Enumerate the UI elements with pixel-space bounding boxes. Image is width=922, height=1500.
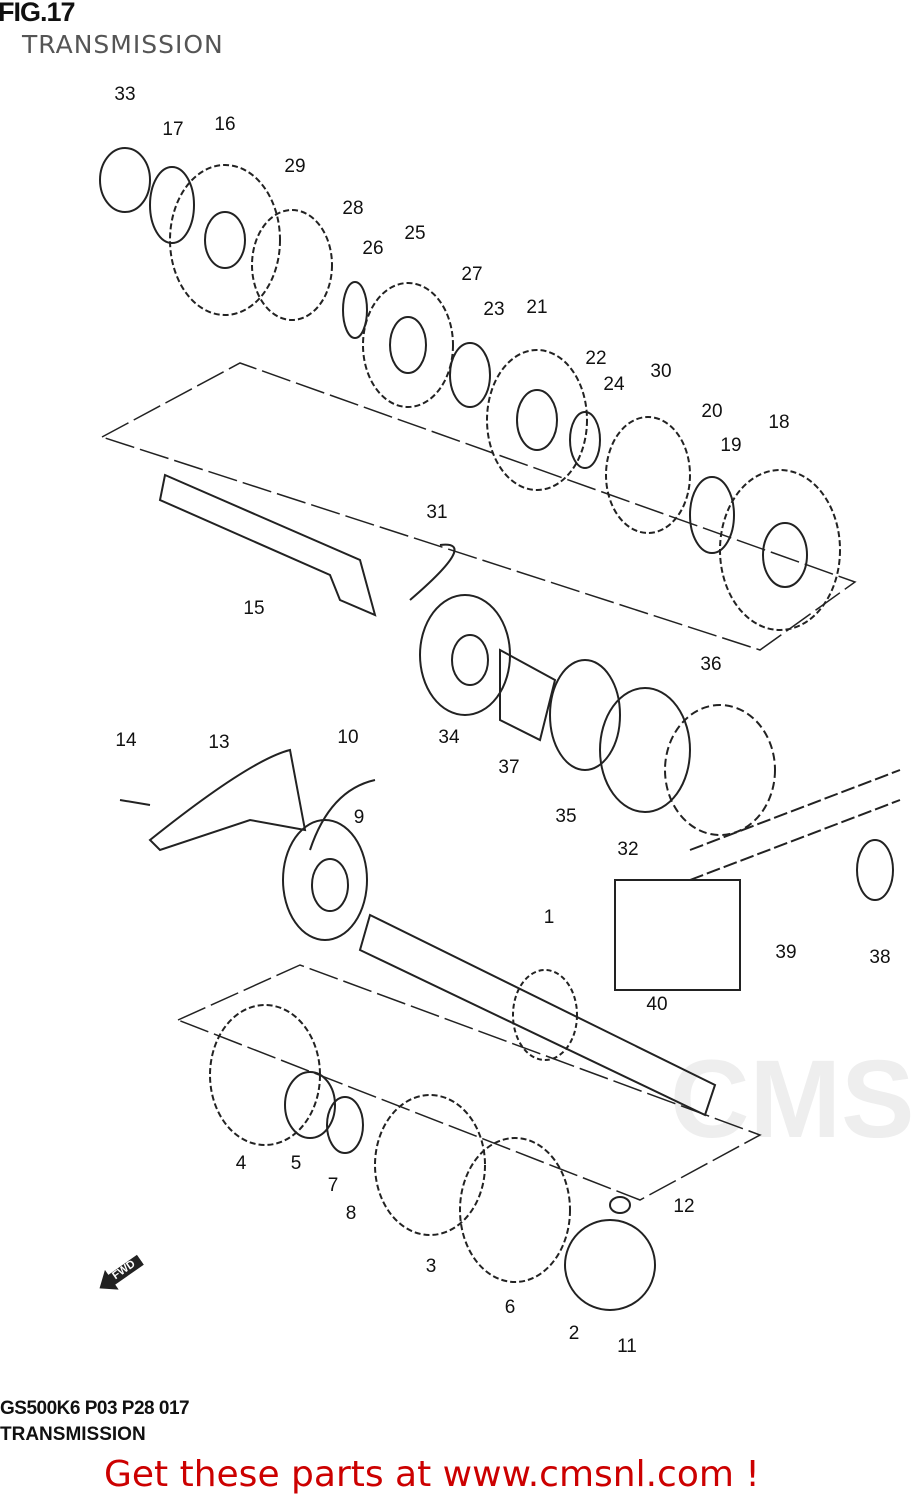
callout: 7 [327, 1175, 339, 1196]
callout: 4 [235, 1153, 247, 1174]
callout: 40 [646, 994, 668, 1015]
callout: 36 [700, 654, 722, 675]
driveshaft [358, 913, 717, 1117]
driveshaft-frame [176, 964, 762, 1201]
callout: 30 [650, 361, 672, 382]
callout: 16 [214, 114, 236, 135]
callout: 32 [617, 839, 639, 860]
page-title: TRANSMISSION [22, 30, 224, 59]
callout: 33 [114, 84, 136, 105]
callout: 38 [869, 947, 891, 968]
figure-number: FIG.17 [0, 0, 76, 27]
callout: 14 [115, 730, 137, 751]
diagram-code: GS500K6 P03 P28 017 [0, 1398, 190, 1419]
callout: 5 [290, 1153, 302, 1174]
callout: 20 [701, 401, 723, 422]
callout: 9 [353, 807, 365, 828]
callout: 3 [425, 1256, 437, 1277]
callout: 1 [543, 907, 555, 928]
countershaft [158, 473, 377, 617]
lower-gears [209, 1004, 656, 1311]
promo-link[interactable]: Get these parts at www.cmsnl.com ! [104, 1454, 760, 1495]
countershaft-frame [100, 362, 857, 651]
callout: 25 [404, 223, 426, 244]
callout: 24 [603, 374, 625, 395]
bearing-group [409, 543, 776, 836]
callout: 39 [775, 942, 797, 963]
callout: 35 [555, 806, 577, 827]
callout: 22 [585, 348, 607, 369]
callout: 21 [526, 297, 548, 318]
callout: 2 [568, 1323, 580, 1344]
callout: 29 [284, 156, 306, 177]
callout: 10 [337, 727, 359, 748]
upper-gears [99, 147, 841, 631]
callout: 31 [426, 502, 448, 523]
callout: 18 [768, 412, 790, 433]
callout: 34 [438, 727, 460, 748]
callout: 12 [673, 1196, 695, 1217]
callout: 8 [345, 1203, 357, 1224]
callout: 27 [461, 264, 483, 285]
callout: 28 [342, 198, 364, 219]
callout: 17 [162, 119, 184, 140]
callout: 11 [617, 1336, 637, 1357]
callout: 13 [208, 732, 230, 753]
callout: 19 [720, 435, 742, 456]
chain-group [614, 769, 901, 991]
callout: 15 [243, 598, 265, 619]
callout: 23 [483, 299, 505, 320]
shift-parts [119, 748, 376, 941]
callout: 6 [504, 1297, 516, 1318]
callout: 26 [362, 238, 384, 259]
footer-title: TRANSMISSION [0, 1424, 146, 1445]
callout: 37 [498, 757, 520, 778]
